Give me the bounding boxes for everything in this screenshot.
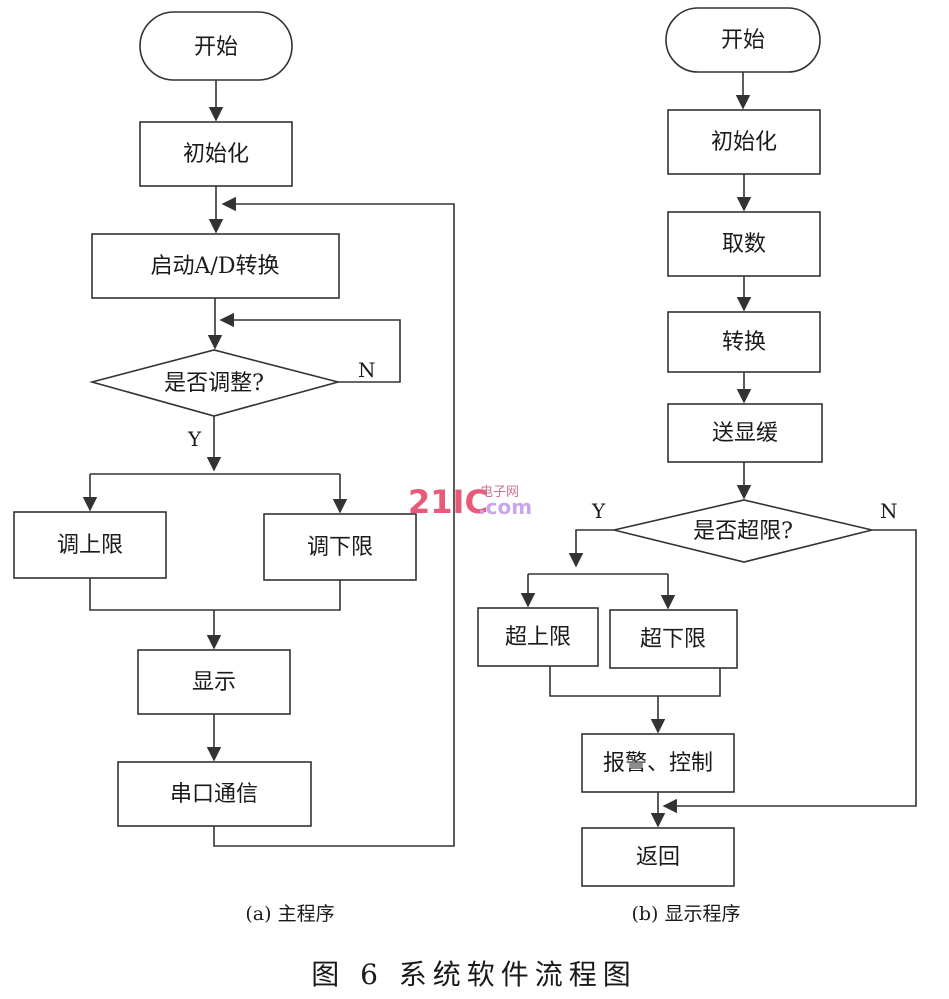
main-adjust-upper-box <box>13 511 167 579</box>
disp-init-box <box>667 109 821 175</box>
display-program-caption: (b) 显示程序 <box>631 903 740 925</box>
main-adjust-lower-label: 调下限 <box>307 535 373 560</box>
disp-send-buffer-box <box>667 403 823 463</box>
disp-edge-decision-no <box>662 529 917 814</box>
disp-over-lower-box <box>609 609 738 669</box>
main-no-label: N <box>358 358 376 382</box>
main-adjust-decision-label: 是否调整? <box>164 371 264 396</box>
disp-edge-merge <box>549 666 721 697</box>
figure-caption: 图 6 系统软件流程图 <box>311 958 637 991</box>
main-start-ad-label: 启动A/D转换 <box>151 254 280 279</box>
main-yes-label: Y <box>187 427 202 451</box>
watermark-brand: 21IC <box>408 483 488 521</box>
main-start-label: 开始 <box>194 35 238 60</box>
main-adjust-upper-label: 调上限 <box>57 533 123 558</box>
disp-edge-decision-yes <box>568 529 614 568</box>
main-init-box <box>139 121 293 187</box>
main-edge-merge <box>89 578 341 611</box>
main-serial-box <box>117 761 312 827</box>
main-program-caption: (a) 主程序 <box>245 903 334 925</box>
watermark-cn: 电子网 <box>480 485 519 500</box>
disp-no-label: N <box>880 499 898 523</box>
disp-return-label: 返回 <box>636 845 680 870</box>
display-program-flowchart: 开始 初始化 取数 转换 送显缓 是否超限? 超上限 超下限 报警、控制 返回 <box>477 7 917 925</box>
disp-return-box <box>581 827 735 887</box>
disp-over-lower-label: 超下限 <box>640 627 706 652</box>
disp-convert-label: 转换 <box>722 330 766 355</box>
disp-alarm-box <box>581 733 735 793</box>
main-serial-label: 串口通信 <box>170 782 258 807</box>
watermark: 21IC 电子网 .com <box>408 483 532 521</box>
disp-init-label: 初始化 <box>711 130 777 155</box>
watermark-domain: .com <box>478 495 532 519</box>
disp-fetch-label: 取数 <box>722 232 766 257</box>
main-edge-main-loop <box>213 196 455 847</box>
main-init-label: 初始化 <box>183 142 249 167</box>
disp-start-label: 开始 <box>721 28 765 53</box>
disp-send-buffer-label: 送显缓 <box>712 421 778 446</box>
disp-yes-label: Y <box>591 499 606 523</box>
disp-over-upper-label: 超上限 <box>505 625 571 650</box>
main-adjust-lower-box <box>263 513 417 581</box>
main-edge-no-loop <box>219 312 401 383</box>
disp-convert-box <box>667 311 821 373</box>
disp-over-upper-box <box>477 607 599 667</box>
main-display-box <box>137 649 291 715</box>
main-display-label: 显示 <box>192 670 236 695</box>
main-program-flowchart: 开始 初始化 启动A/D转换 是否调整? 调上限 调下限 显示 串口通信 N Y… <box>13 11 455 925</box>
disp-alarm-label: 报警、控制 <box>603 751 713 776</box>
disp-fetch-box <box>667 211 821 277</box>
disp-over-decision-label: 是否超限? <box>693 519 793 544</box>
main-start-ad-box <box>91 233 340 299</box>
